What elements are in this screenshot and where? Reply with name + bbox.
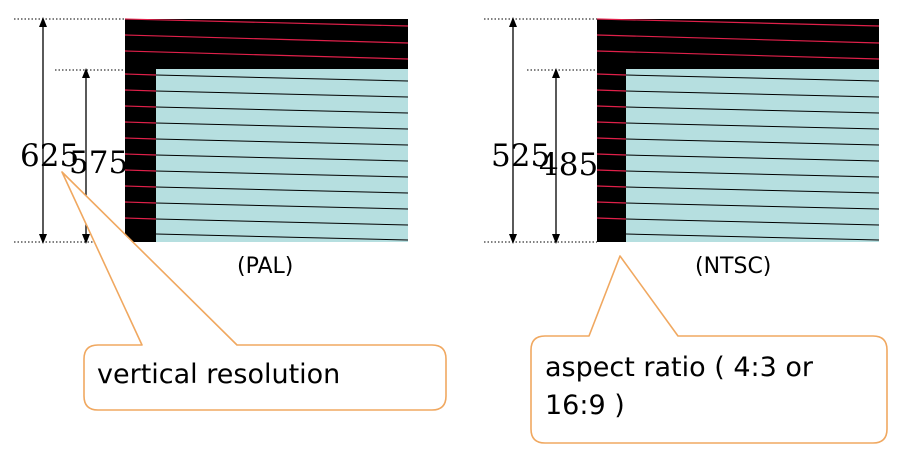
pal-frame [14,17,409,244]
ntsc-total-lines-label: 525 [491,138,551,174]
vertical-resolution-text: vertical resolution [97,359,341,390]
ntsc-frame [484,17,880,244]
vertical-resolution-callout [61,171,447,411]
pal-caption: (PAL) [237,254,294,279]
ntsc-visible-lines-label: 485 [539,147,599,183]
ntsc-blanking-scan-lines [596,18,880,220]
pal-visible-lines-label: 575 [69,145,129,181]
pal-total-lines-label: 625 [20,138,80,174]
aspect-ratio-text: aspect ratio ( 4:3 or 16:9 ) [545,352,813,422]
aspect-ratio-callout [530,255,888,444]
pal-guide-lines [14,18,125,243]
pal-blanking-scan-lines [124,18,409,220]
ntsc-guide-lines [484,18,597,243]
ntsc-picture-scan-lines [625,74,880,241]
pal-picture-scan-lines [155,74,409,241]
ntsc-caption: (NTSC) [695,254,772,279]
